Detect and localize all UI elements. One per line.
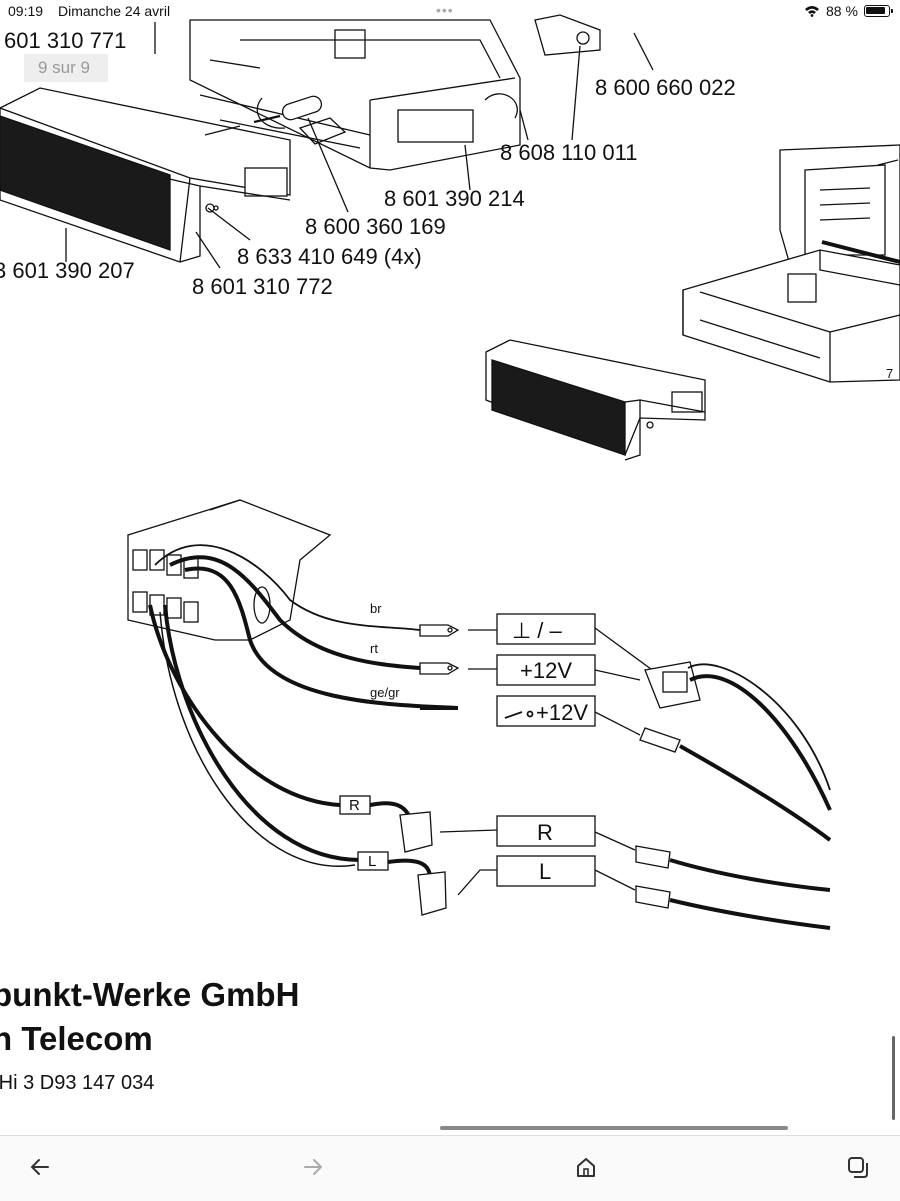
wire-color-label: br	[370, 601, 382, 616]
status-date: Dimanche 24 avril	[58, 3, 171, 19]
wifi-icon	[805, 6, 819, 17]
part-number-label: 601 310 771	[4, 28, 126, 53]
bottom-toolbar	[0, 1135, 900, 1201]
battery-icon	[864, 5, 893, 17]
document-page: 601 310 771 8 600 660 022 8 608 110 011 …	[0, 14, 900, 1094]
part-number-label: 8 600 660 022	[595, 75, 736, 100]
status-time: 09:19	[8, 3, 44, 19]
left-speaker-box-label: L	[539, 859, 551, 884]
exploded-parts-diagram: 601 310 771 8 600 660 022 8 608 110 011 …	[0, 14, 900, 930]
ground-box-label: ⊥ / –	[512, 618, 563, 643]
part-number-label: 7	[886, 366, 893, 381]
part-number-label: 8 601 310 772	[192, 274, 333, 299]
document-number: -Hi 3 D93 147 034	[0, 1072, 155, 1094]
arrow-left-icon	[30, 1159, 49, 1175]
left-wire-tag: L	[368, 853, 376, 870]
arrow-right-icon	[304, 1159, 323, 1175]
home-button[interactable]	[566, 1150, 606, 1184]
part-number-label: 3 601 390 207	[0, 258, 135, 283]
wiring-diagram	[127, 499, 832, 930]
company-name: punkt-Werke GmbH	[0, 976, 300, 1013]
part-number-label: 8 600 360 169	[305, 214, 446, 239]
status-bar: 09:19 Dimanche 24 avril ••• 88 %	[0, 0, 900, 24]
right-wire-tag: R	[349, 797, 360, 814]
switched-12v-box-label: +12V	[536, 700, 588, 725]
part-number-label: 8 633 410 649 (4x)	[237, 244, 422, 269]
switch-icon	[504, 710, 534, 719]
wire-color-label: rt	[370, 641, 378, 656]
battery-percent: 88 %	[826, 3, 858, 19]
page-indicator: 9 sur 9	[24, 54, 108, 82]
scrollbar[interactable]	[892, 1036, 895, 1120]
page-progress-bar	[440, 1126, 788, 1130]
tabs-button[interactable]	[840, 1150, 880, 1184]
battery-fill	[866, 7, 885, 14]
back-button[interactable]	[22, 1150, 62, 1184]
home-icon	[577, 1158, 595, 1177]
department-name: n Telecom	[0, 1020, 153, 1057]
wire-color-label: ge/gr	[370, 685, 400, 700]
part-number-label: 8 608 110 011	[500, 140, 637, 165]
forward-button[interactable]	[295, 1150, 335, 1184]
part-number-label: 8 601 390 214	[384, 186, 525, 211]
right-speaker-box-label: R	[537, 820, 553, 845]
power-12v-box-label: +12V	[520, 658, 572, 683]
tabs-icon	[848, 1157, 868, 1178]
multitask-dots[interactable]: •••	[436, 2, 454, 18]
